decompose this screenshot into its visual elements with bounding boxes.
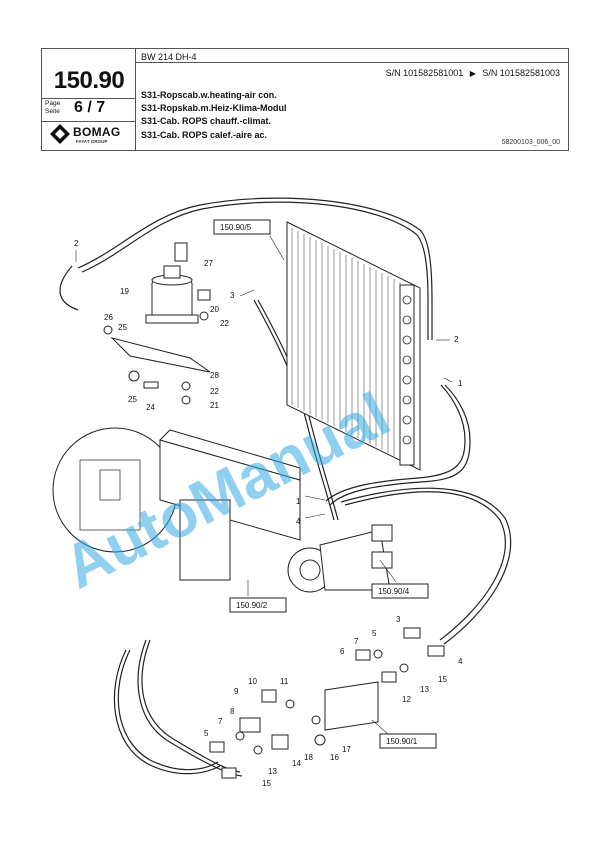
callout: 26 [104, 313, 113, 322]
callout: 25 [128, 395, 137, 404]
callout: 6 [340, 647, 345, 656]
callout: 17 [342, 745, 351, 754]
ref-label: 150.90/4 [378, 587, 410, 596]
callout: 19 [120, 287, 129, 296]
ref-box [229, 597, 287, 613]
logo-text: BOMAG [73, 125, 121, 139]
callout: 25 [118, 323, 127, 332]
callout: 2 [74, 239, 79, 248]
callout: 13 [420, 685, 429, 694]
callout: 1 [296, 497, 301, 506]
bomag-diamond-icon [50, 124, 70, 144]
callout: 27 [204, 259, 213, 268]
leader-lines [75, 235, 453, 735]
ref-box [213, 219, 271, 235]
callout: 9 [234, 687, 239, 696]
callout: 24 [146, 403, 155, 412]
fittings [103, 289, 445, 779]
document-id: 58200103_006_00 [501, 139, 560, 146]
bracket [110, 337, 211, 373]
callout: 14 [292, 759, 301, 768]
callout: 3 [230, 291, 235, 300]
ref-box [371, 583, 429, 599]
title-en: S31-Ropscab.w.heating-air con. [141, 90, 277, 100]
reference-boxes: 150.90/5 150.90/2 150.90/4 150.90/1 [213, 219, 437, 749]
title-de: S31-Ropskab.m.Heiz-Klima-Modul [141, 103, 287, 114]
callout: 5 [372, 629, 377, 638]
callout: 1 [458, 379, 463, 388]
manifold-plate [324, 681, 379, 731]
callout: 20 [210, 305, 219, 314]
serial-from: S/N 101582581001 [385, 68, 464, 78]
callout: 18 [304, 753, 313, 762]
receiver-drier [145, 242, 199, 324]
callout: 7 [218, 717, 223, 726]
serial-to: S/N 101582581003 [482, 68, 560, 78]
page-label-de: Seite [45, 108, 60, 115]
callout: 4 [296, 517, 301, 526]
callout: 10 [248, 677, 257, 686]
callout-numbers: 2 27 19 3 20 22 26 25 28 22 25 24 21 2 1… [74, 239, 463, 788]
hose-lines [59, 197, 512, 777]
title-list: S31-Ropscab.w.heating-air con. S31-Ropsk… [141, 89, 287, 142]
callout: 22 [220, 319, 229, 328]
header-rule [42, 121, 135, 122]
callout: 7 [354, 637, 359, 646]
header-rule [42, 98, 135, 99]
model-name: BW 214 DH-4 [141, 52, 197, 62]
ref-label: 150.90/2 [236, 601, 268, 610]
callout: 2 [454, 335, 459, 344]
callout: 28 [210, 371, 219, 380]
ref-label: 150.90/5 [220, 223, 252, 232]
callout: 5 [204, 729, 209, 738]
ref-label: 150.90/1 [386, 737, 418, 746]
header-block: BW 214 DH-4 150.90 S/N 101582581001 ▶ S/… [41, 48, 569, 151]
callout: 22 [210, 387, 219, 396]
callout: 12 [402, 695, 411, 704]
callout: 4 [458, 657, 463, 666]
logo-subtext: FAYAT GROUP [76, 139, 108, 144]
page-label: Page Seite [45, 100, 60, 116]
bomag-logo: BOMAG FAYAT GROUP [49, 123, 129, 147]
page-fraction: 6 / 7 [74, 99, 106, 116]
callout: 3 [396, 615, 401, 624]
header-rule [135, 62, 568, 63]
compressor [287, 524, 393, 593]
callout: 11 [280, 677, 289, 686]
title-fr: S31-Cab. ROPS chauff.-climat. [141, 116, 272, 127]
ref-box [379, 733, 437, 749]
page-number: 150.90 [53, 67, 125, 94]
callout: 13 [268, 767, 277, 776]
condenser [286, 221, 421, 471]
callout: 8 [230, 707, 235, 716]
title-es: S31-Cab. ROPS calef.-aire ac. [141, 129, 268, 140]
callout: 15 [438, 675, 447, 684]
header-divider [135, 49, 136, 150]
callout: 15 [262, 779, 271, 788]
callout: 21 [210, 401, 219, 410]
serial-arrow-icon: ▶ [469, 69, 476, 78]
heater-module [159, 429, 301, 581]
callout: 16 [330, 753, 339, 762]
page-label-en: Page [45, 100, 61, 107]
serial-range: S/N 101582581001 ▶ S/N 101582581003 [386, 68, 560, 78]
